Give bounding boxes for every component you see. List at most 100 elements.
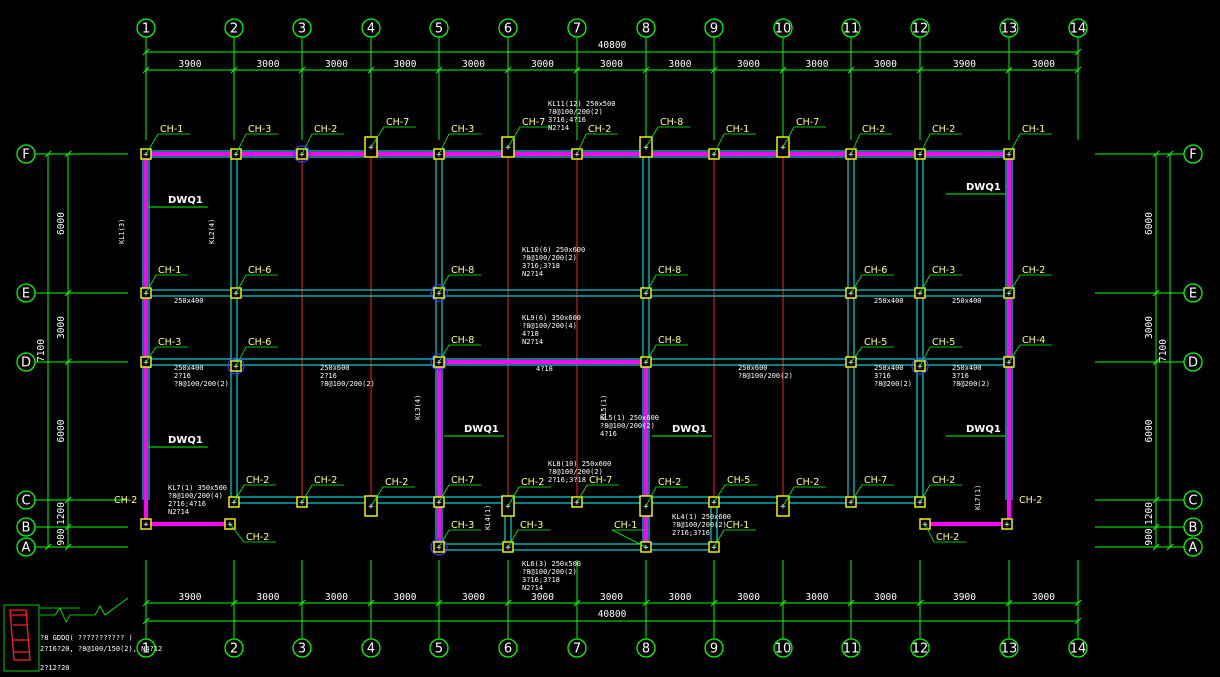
column-center-mark: + <box>505 143 511 153</box>
column-label: CH-2 <box>1022 265 1045 276</box>
grid-bubble-x <box>567 638 587 658</box>
column-label: CH-1 <box>726 124 749 135</box>
column-label-leader <box>507 126 552 148</box>
column-center-mark: + <box>780 502 786 512</box>
column-center-mark: + <box>917 289 923 299</box>
column-label-leader <box>438 133 481 155</box>
grid-bubble-label: 7 <box>573 22 581 37</box>
column-label: CH-6 <box>864 265 887 276</box>
beam-annotation: 3?16 <box>874 372 891 380</box>
beam-annotation: KL6(3) 250x500 <box>522 560 581 568</box>
grid-bubble-x <box>292 638 312 658</box>
beam-annotation: ?8@100/200(2) <box>672 521 727 529</box>
dimension-value: 6000 <box>1144 419 1155 442</box>
column-label: CH-8 <box>451 265 474 276</box>
beam-annotation: 250x400 <box>874 297 904 305</box>
column-label: CH-3 <box>451 124 474 135</box>
grid-bubble-y <box>16 283 36 303</box>
dimension-value: 3000 <box>325 59 348 70</box>
column-center-mark: + <box>231 498 237 508</box>
beam-annotation: N2?14 <box>522 584 543 592</box>
grid-bubble-label: 10 <box>775 22 792 37</box>
room-mark: DWQ1 <box>672 424 707 435</box>
vertical-beam-mark: KL2(4) <box>208 219 216 244</box>
dimension-value: 6000 <box>56 212 67 235</box>
grid-bubble-x <box>999 638 1019 658</box>
column-center-mark: + <box>643 502 649 512</box>
beam-annotation: KL4(1) 250x600 <box>672 513 731 521</box>
column-label: CH-7 <box>796 117 819 128</box>
dimension-value: 3000 <box>462 59 485 70</box>
dimension-value: 3900 <box>953 592 976 603</box>
column-center-mark: + <box>233 362 239 372</box>
dimension-value: 3000 <box>1032 592 1055 603</box>
grid-bubble-y <box>1183 352 1203 372</box>
grid-bubble-label: 14 <box>1070 642 1087 657</box>
grid-bubble-y <box>16 537 36 557</box>
dimension-total: 7100 <box>1158 339 1169 362</box>
dimension-value: 3000 <box>874 59 897 70</box>
grid-bubble-x <box>498 18 518 38</box>
dimension-value: 3000 <box>531 592 554 603</box>
column-center-mark: + <box>233 150 239 160</box>
beam-annotation: ?8@100/200(2) <box>174 380 229 388</box>
beam-annotation: 2?16 <box>174 372 191 380</box>
dimension-value: 3000 <box>257 592 280 603</box>
dimension-value: 1200 <box>56 502 67 525</box>
grid-bubble-x <box>361 18 381 38</box>
beam-annotation: N2?14 <box>522 270 543 278</box>
column-center-mark: + <box>917 498 923 508</box>
dimension-value: 900 <box>1144 528 1155 545</box>
column-label: CH-3 <box>932 265 955 276</box>
column-label: CH-5 <box>727 475 750 486</box>
column-label: CH-3 <box>451 520 474 531</box>
beam-annotation: 4?18 <box>536 365 553 373</box>
dimension-value: 1200 <box>1144 502 1155 525</box>
column-label: CH-2 <box>658 477 681 488</box>
column-label: CH-7 <box>864 475 887 486</box>
beam-annotation: KL9(6) 350x600 <box>522 314 581 322</box>
grid-bubble-label: 12 <box>912 22 929 37</box>
grid-bubble-x <box>704 638 724 658</box>
beam-annotation: KL10(6) 250x600 <box>522 246 585 254</box>
column-label-leader <box>611 529 647 548</box>
grid-bubble-x <box>841 638 861 658</box>
column-label-leader <box>576 133 618 155</box>
column-label-leader <box>301 484 344 503</box>
column-circle <box>227 357 245 375</box>
column-label-leader <box>235 346 278 367</box>
beam-annotation: 250x400 <box>952 364 982 372</box>
dimension-value: 3000 <box>737 592 760 603</box>
grid-bubble-label: 8 <box>642 22 650 37</box>
column-label-leader <box>645 344 688 363</box>
beam-annotation: N2?14 <box>522 338 543 346</box>
grid-bubble-x <box>773 18 793 38</box>
column-label-leader <box>507 486 551 507</box>
grid-bubble-label: B <box>1189 521 1198 536</box>
grid-bubble-x <box>841 18 861 38</box>
column-label-leader <box>924 523 966 543</box>
dimension-value: 3000 <box>325 592 348 603</box>
dimension-value: 3000 <box>1144 316 1155 339</box>
vertical-beam-mark: KL7(1) <box>974 485 982 510</box>
column-center-mark: + <box>1004 520 1010 530</box>
grid-bubble-y <box>1183 490 1203 510</box>
dimension-value: 3000 <box>874 592 897 603</box>
room-mark: DWQ1 <box>168 195 203 206</box>
grid-bubble-x <box>910 638 930 658</box>
column-label-leader <box>782 486 826 507</box>
grid-bubble-x <box>1068 18 1088 38</box>
column-center-mark: + <box>436 498 442 508</box>
column-label: CH-7 <box>386 117 409 128</box>
beam-annotation: ?8@100/200(2) <box>548 468 603 476</box>
grid-bubble-y <box>1183 537 1203 557</box>
beam-annotation: ?8@200(2) <box>952 380 990 388</box>
column-label-leader <box>645 486 688 507</box>
column <box>140 518 152 530</box>
grid-bubble-y <box>1183 144 1203 164</box>
grid-bubble-label: 5 <box>435 642 443 657</box>
column-center-mark: + <box>299 498 305 508</box>
column-label: CH-2 <box>246 475 269 486</box>
column-center-mark: + <box>436 543 442 553</box>
column-label-leader <box>850 484 894 503</box>
